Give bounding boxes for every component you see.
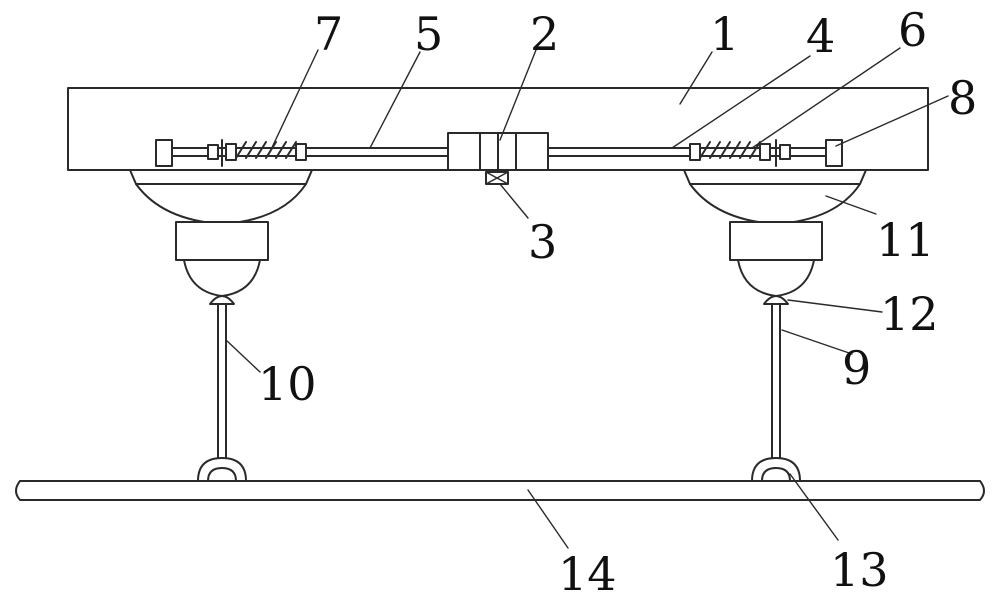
label-14: 14 <box>558 547 617 601</box>
label-7: 7 <box>314 7 343 61</box>
label-11: 11 <box>876 213 935 267</box>
label-3: 3 <box>528 215 557 269</box>
central-gearbox <box>447 132 549 171</box>
right-spring <box>689 139 791 167</box>
hanging-rods <box>217 303 781 463</box>
label-4: 4 <box>806 9 835 63</box>
label-2: 2 <box>530 7 559 61</box>
end-blocks <box>155 139 843 167</box>
bar-clamps <box>197 457 801 482</box>
leader-lines <box>225 47 949 549</box>
right-housing <box>683 169 867 305</box>
label-8: 8 <box>948 71 977 125</box>
label-13: 13 <box>830 543 889 597</box>
left-housing <box>129 169 313 305</box>
label-1: 1 <box>710 7 739 61</box>
label-12: 12 <box>880 287 939 341</box>
label-5: 5 <box>414 7 443 61</box>
label-6: 6 <box>898 3 927 57</box>
label-10: 10 <box>258 357 317 411</box>
hanging-bar <box>15 480 985 501</box>
part-labels: 7 5 2 1 4 6 8 3 11 12 9 10 13 14 <box>258 3 977 601</box>
left-spring <box>207 139 307 167</box>
sensor-box <box>485 171 509 185</box>
label-9: 9 <box>842 341 871 395</box>
